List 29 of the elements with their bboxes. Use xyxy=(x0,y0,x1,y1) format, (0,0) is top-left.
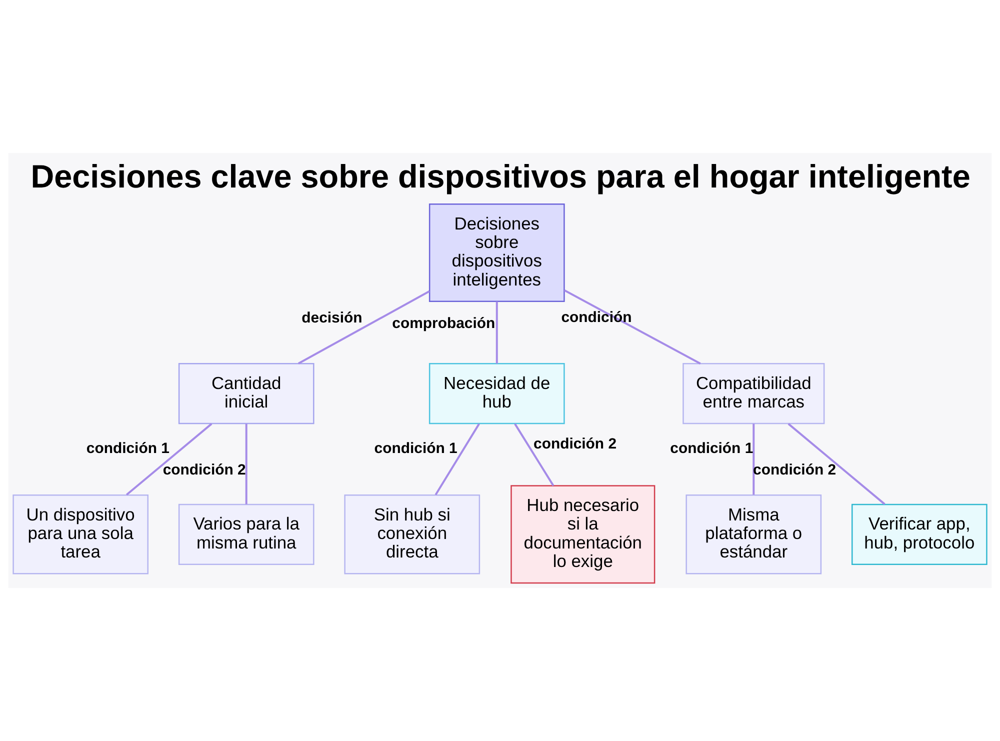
connector xyxy=(126,423,212,496)
connector xyxy=(564,289,701,364)
connector xyxy=(298,290,430,364)
node-box: Decisiones sobre dispositivos inteligentes xyxy=(428,203,565,302)
edge-label: condición xyxy=(561,309,632,326)
node-box: Misma plataforma o estándar xyxy=(686,494,822,574)
edge-label: condición 2 xyxy=(534,435,617,452)
connector xyxy=(514,423,554,486)
connector xyxy=(434,423,480,496)
connector xyxy=(245,424,248,504)
edge-label: condición 1 xyxy=(374,440,458,458)
edge-label: decisión xyxy=(302,310,362,327)
node-box: Varios para la misma rutina xyxy=(178,504,314,565)
node-box: Compatibilidad entre marcas xyxy=(682,363,825,424)
edge-label: condición 2 xyxy=(753,462,836,479)
connector xyxy=(496,302,498,364)
node-box: Necesidad de hub xyxy=(428,363,565,424)
node-box: Cantidad inicial xyxy=(178,363,314,424)
node-box: Un dispositivo para una sola tarea xyxy=(12,494,148,574)
diagram-title: Decisiones clave sobre dispositivos para el hogar inteligente xyxy=(30,158,970,195)
edge-label: condición 1 xyxy=(670,440,754,458)
edge-label: condición 2 xyxy=(162,462,246,479)
node-box: Verificar app, hub, protocolo xyxy=(852,504,988,565)
connector xyxy=(788,423,886,505)
edge-label: condición 1 xyxy=(86,440,170,458)
connector xyxy=(752,424,755,495)
node-box: Sin hub si conexión directa xyxy=(344,494,480,574)
node-box: Hub necesario si la documentación lo exige xyxy=(510,485,656,584)
edge-label: comprobación xyxy=(392,315,496,332)
